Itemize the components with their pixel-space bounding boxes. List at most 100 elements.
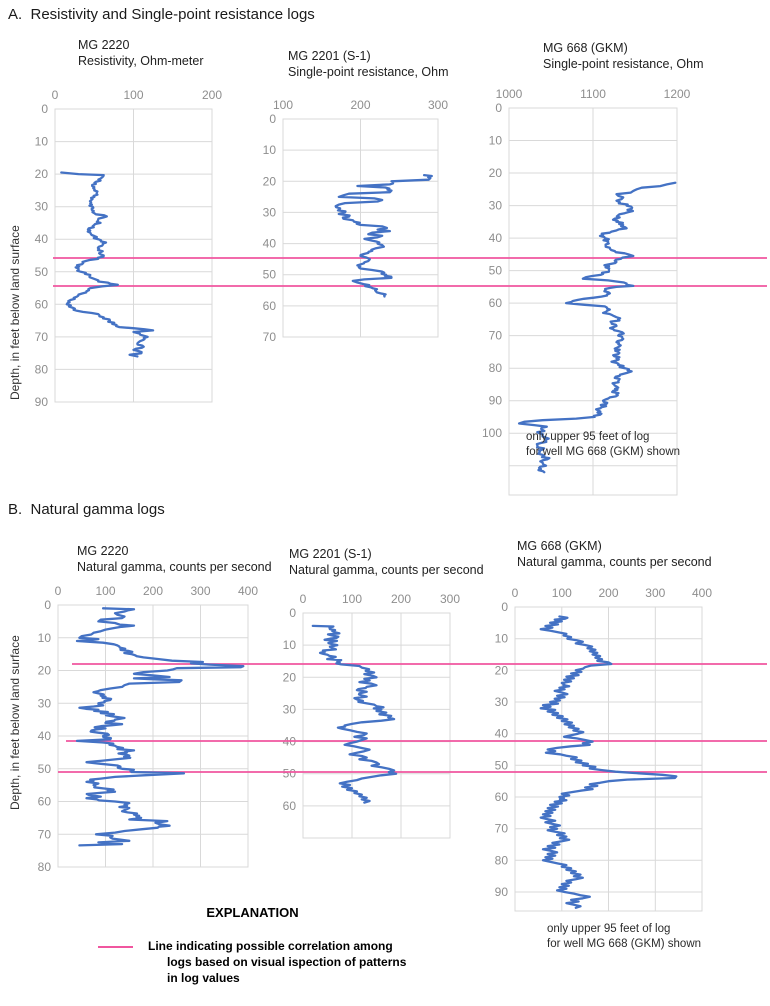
chart-b1-measurement: Natural gamma, counts per second [77, 560, 272, 574]
x-tick-label: 300 [190, 584, 210, 598]
chart-a2-title: MG 2201 (S-1) Single-point resistance, O… [288, 48, 449, 80]
y-tick-label: 0 [289, 606, 296, 620]
y-tick-label: 60 [495, 790, 509, 804]
chart-a1-title: MG 2220 Resistivity, Ohm-meter [78, 37, 203, 69]
depth-axis-label-b: Depth, in feet below land surface [8, 635, 22, 810]
x-tick-label: 0 [52, 88, 59, 102]
y-tick-label: 90 [35, 395, 49, 409]
x-tick-label: 1000 [496, 87, 523, 101]
x-tick-label: 200 [391, 592, 411, 606]
y-tick-label: 10 [263, 143, 277, 157]
chart-b3-note-line2: for well MG 668 (GKM) shown [547, 938, 702, 950]
chart-a2-measurement: Single-point resistance, Ohm [288, 65, 449, 79]
y-tick-label: 70 [489, 329, 503, 343]
y-tick-label: 0 [44, 598, 51, 612]
x-tick-label: 200 [598, 586, 618, 600]
chart-a3-note: only upper 95 feet of log for well MG 66… [526, 430, 680, 460]
y-tick-label: 30 [489, 199, 503, 213]
x-tick-label: 300 [428, 98, 448, 112]
y-tick-label: 90 [495, 885, 509, 899]
y-tick-label: 0 [41, 102, 48, 116]
y-tick-label: 10 [35, 135, 49, 149]
chart-a1-well: MG 2220 [78, 38, 130, 52]
chart-b3-well: MG 668 (GKM) [517, 539, 602, 553]
y-tick-label: 90 [489, 394, 503, 408]
chart-b3-title: MG 668 (GKM) Natural gamma, counts per s… [517, 538, 712, 570]
section-b-title: B. Natural gamma logs [8, 501, 165, 518]
y-tick-label: 40 [495, 727, 509, 741]
chart-b2-measurement: Natural gamma, counts per second [289, 563, 484, 577]
log-curve-b3 [539, 615, 678, 909]
x-tick-label: 0 [300, 592, 307, 606]
plot-border [282, 118, 439, 338]
plot-border [508, 107, 678, 496]
y-tick-label: 30 [38, 696, 52, 710]
y-tick-label: 20 [263, 174, 277, 188]
x-tick-label: 100 [342, 592, 362, 606]
plot-border [514, 606, 703, 912]
x-tick-label: 400 [692, 586, 712, 600]
chart-b2-title: MG 2201 (S-1) Natural gamma, counts per … [289, 546, 484, 578]
log-curve-b1 [75, 607, 245, 847]
y-tick-label: 80 [495, 853, 509, 867]
x-tick-label: 100 [123, 88, 143, 102]
chart-a2-well: MG 2201 (S-1) [288, 49, 371, 63]
y-tick-label: 10 [38, 631, 52, 645]
explanation-heading: EXPLANATION [206, 905, 299, 920]
y-tick-label: 20 [495, 663, 509, 677]
chart-a3-title: MG 668 (GKM) Single-point resistance, Oh… [543, 40, 704, 72]
y-tick-label: 50 [263, 268, 277, 282]
log-curve-b2 [311, 624, 398, 804]
chart-b3-note-line1: only upper 95 feet of log [547, 923, 671, 935]
y-tick-label: 0 [501, 600, 508, 614]
y-tick-label: 0 [495, 101, 502, 115]
y-tick-label: 10 [489, 134, 503, 148]
x-tick-label: 200 [143, 584, 163, 598]
y-tick-label: 30 [35, 200, 49, 214]
x-tick-label: 300 [645, 586, 665, 600]
plot-border [57, 604, 249, 868]
plot-border [302, 612, 451, 839]
depth-axis-label-a: Depth, in feet below land surface [8, 225, 22, 400]
x-tick-label: 400 [238, 584, 258, 598]
y-tick-label: 10 [495, 632, 509, 646]
log-curve-a1 [60, 171, 155, 358]
y-tick-label: 20 [38, 664, 52, 678]
y-tick-label: 70 [35, 330, 49, 344]
y-tick-label: 0 [269, 112, 276, 126]
plot-border [54, 108, 213, 403]
explanation-line-2: logs based on visual ispection of patter… [167, 955, 407, 969]
x-tick-label: 300 [440, 592, 460, 606]
y-tick-label: 50 [283, 767, 297, 781]
y-tick-label: 10 [283, 638, 297, 652]
y-tick-label: 50 [495, 758, 509, 772]
y-tick-label: 80 [489, 361, 503, 375]
explanation-line-3: in log values [167, 971, 240, 985]
y-tick-label: 60 [489, 296, 503, 310]
correlation-line-legend-swatch [98, 946, 133, 948]
x-tick-label: 200 [350, 98, 370, 112]
y-tick-label: 100 [482, 426, 502, 440]
y-tick-label: 50 [489, 264, 503, 278]
x-tick-label: 0 [512, 586, 519, 600]
x-tick-label: 1200 [664, 87, 691, 101]
log-curve-a2 [334, 173, 433, 298]
y-tick-label: 70 [495, 822, 509, 836]
y-tick-label: 60 [263, 299, 277, 313]
y-tick-label: 20 [489, 166, 503, 180]
section-a-title: A. Resistivity and Single-point resistan… [8, 6, 315, 23]
y-tick-label: 60 [38, 795, 52, 809]
y-tick-label: 80 [35, 362, 49, 376]
y-tick-label: 40 [263, 237, 277, 251]
x-tick-label: 200 [202, 88, 222, 102]
y-tick-label: 80 [38, 860, 52, 874]
x-tick-label: 1100 [580, 87, 606, 101]
y-tick-label: 50 [35, 265, 49, 279]
chart-a3-measurement: Single-point resistance, Ohm [543, 57, 704, 71]
x-tick-label: 100 [95, 584, 115, 598]
